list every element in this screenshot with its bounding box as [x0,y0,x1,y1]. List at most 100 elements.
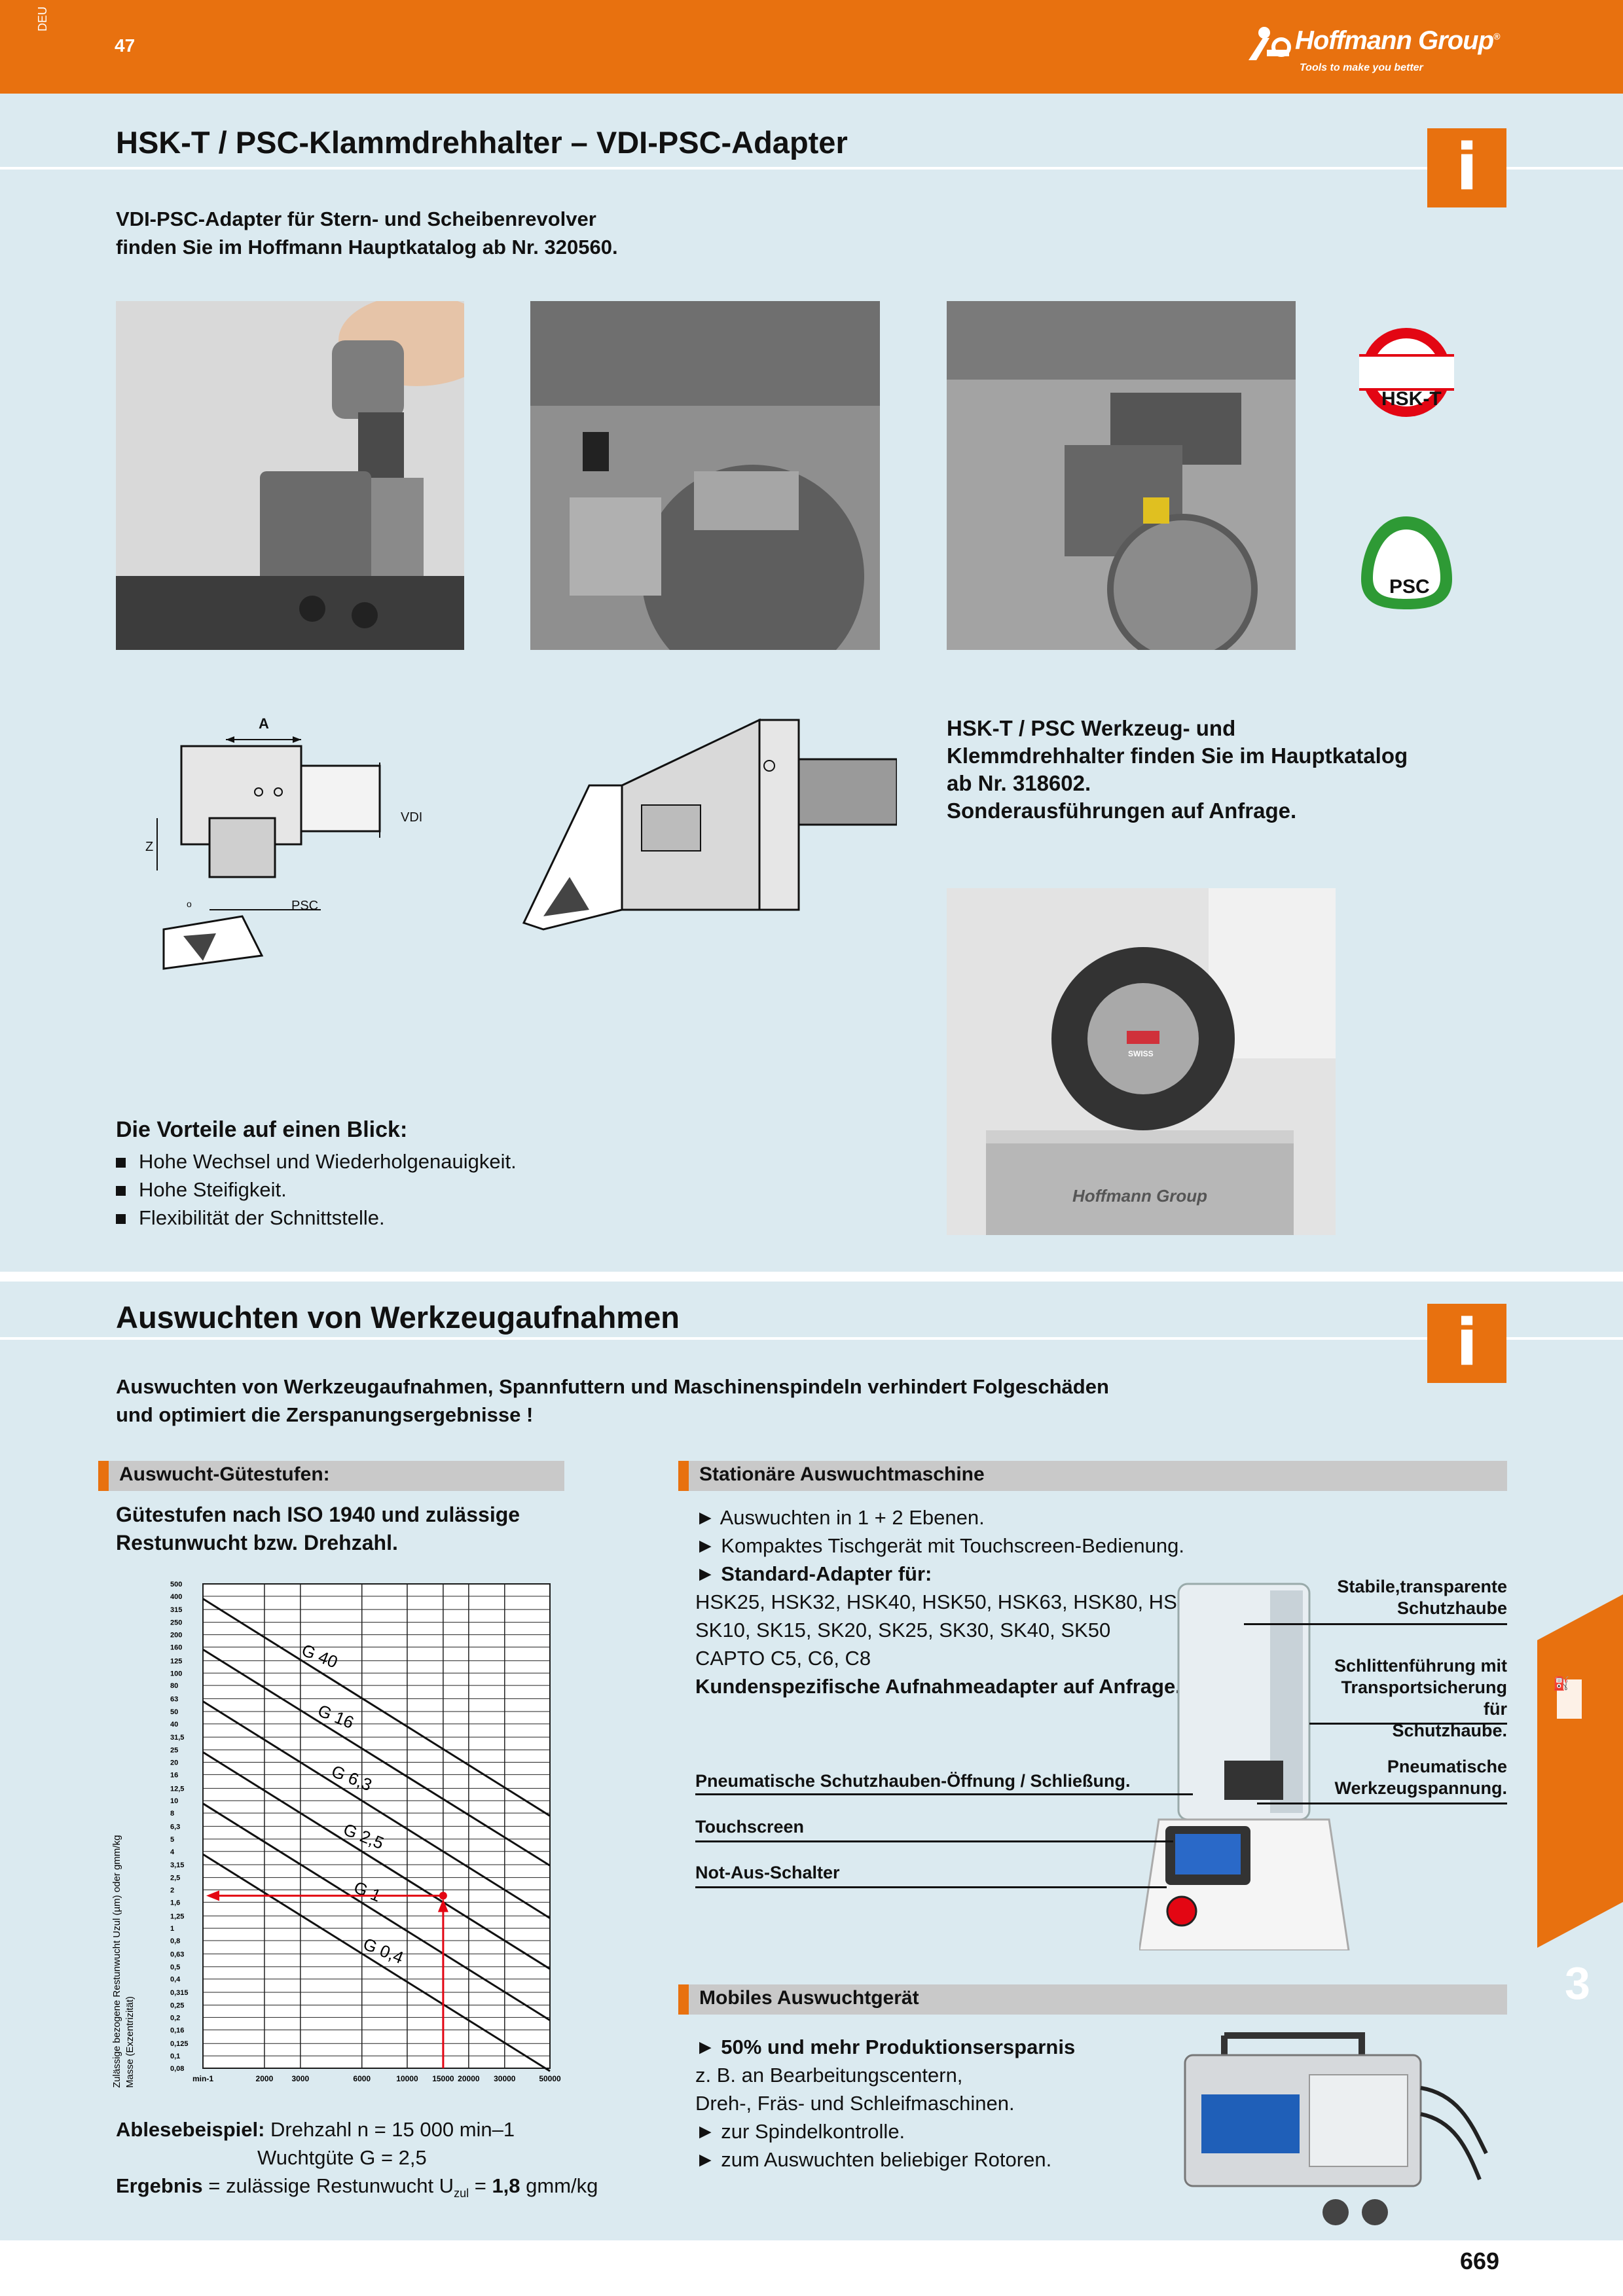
y-tick-label: 200 [170,1632,182,1640]
y-tick-label: 250 [170,1619,182,1627]
y-tick-label: 4 [170,1848,175,1856]
photo-tool-turret [947,888,1336,1235]
callout-pneu-hood: Pneumatische Schutzhauben-Öffnung / Schl… [695,1771,1131,1791]
y-tick-label: 125 [170,1657,182,1665]
callout-line-hood [1244,1623,1507,1625]
series-line [202,1853,551,2072]
tool-holder-icon: ⛽ [1553,1677,1569,1691]
intro-line: und optimiert die Zerspanungsergebnisse … [116,1403,534,1426]
callout-line-pneu-clamp [1257,1803,1507,1804]
x-tick-label: 2000 [256,2074,274,2083]
tool-turret-illustration [947,888,1336,1235]
y-tick-label: 0,5 [170,1964,180,1971]
y-tick-label: 0,08 [170,2065,184,2073]
x-tick-label: 6000 [353,2074,371,2083]
section1-title-divider [0,167,1623,170]
y-tick-label: 1,25 [170,1912,184,1920]
page-top-number: 47 [115,35,136,56]
y-tick-label: 5 [170,1836,174,1844]
callout-pneu-clamp: Pneumatische Werkzeugspannung. [1329,1756,1507,1799]
callout-hood: Stabile,transparente Schutzhaube [1329,1576,1507,1619]
photo-adapter-hand [116,301,464,650]
heading-line: Gütestufen nach ISO 1940 und zulässige [116,1503,520,1526]
mobile-balancer-illustration [1184,2032,1488,2225]
y-tick-label: 2,5 [170,1874,180,1882]
machine-feature: ► Kompaktes Tischgerät mit Touchscreen-B… [695,1534,1184,1557]
turret-brand-label: Hoffmann Group [1072,1186,1208,1206]
machine-feature: ► Standard-Adapter für: [695,1562,932,1585]
section1-title: HSK-T / PSC-Klammdrehhalter – VDI-PSC-Ad… [116,125,848,160]
brand-tagline: Tools to make you better [1300,62,1423,73]
hoffmann-logo-icon [1249,27,1291,60]
catalog-line: Klemmdrehhalter finden Sie im Hauptkatal… [947,744,1408,768]
catalog-line: Sonderausführungen auf Anfrage. [947,798,1297,823]
y-tick-label: 400 [170,1593,182,1601]
dim-label-z: Z [145,840,154,854]
intro-line: Auswuchten von Werkzeugaufnahmen, Spannf… [116,1375,1109,1398]
bar-accent [678,1461,689,1491]
photo-lathe [947,301,1296,650]
psc-holder-drawing [522,718,897,931]
callout-line: Werkzeugspannung. [1334,1778,1507,1798]
chart-example-marker [206,1890,448,2068]
section1-intro: VDI-PSC-Adapter für Stern- und Scheibenr… [116,205,618,261]
y-tick-label: 50 [170,1708,178,1716]
y-tick-label: 80 [170,1682,178,1690]
hsk-t-badge [1359,328,1454,417]
ylabel-line: Masse (Exzentrizität) [124,1996,136,2088]
ylabel-line: Zulässige bezogene Restunwucht Uzul (µm)… [111,1835,122,2088]
advantage-item: Hohe Wechsel und Wiederholgenauigkeit. [116,1147,517,1175]
section1-background [0,94,1623,1272]
x-tick-label: 15000 [432,2074,454,2083]
language-code: DEU [36,6,49,31]
series-line [202,1598,551,1817]
dim-label-a: A [259,715,269,732]
callout-line-emergency [695,1886,1167,1888]
y-tick-label: 0,63 [170,1950,184,1958]
info-icon: i [1427,1304,1506,1383]
machine-feature: HSK25, HSK32, HSK40, HSK50, HSK63, HSK80… [695,1590,1225,1613]
y-tick-label: 12,5 [170,1785,184,1793]
balancing-grades-bar: Auswucht-Gütestufen: [98,1461,564,1491]
chapter-tab [1537,1594,1623,1948]
series-line [202,1700,551,1919]
y-tick-label: 0,4 [170,1976,181,1984]
advantage-item: Hohe Steifigkeit. [116,1175,517,1204]
callout-line-slide [1309,1723,1507,1725]
photo-turret-machine [530,301,880,650]
dim-label-psc: PSC [291,899,319,913]
y-tick-label: 2 [170,1886,174,1894]
y-tick-label: 100 [170,1670,182,1677]
header-bar: DEU 47 Hoffmann Group® Tools to make you… [0,0,1623,94]
y-tick-label: 500 [170,1581,182,1588]
y-tick-label: 8 [170,1810,174,1818]
y-tick-label: 63 [170,1695,178,1703]
psc-badge [1361,516,1452,609]
section2-title: Auswuchten von Werkzeugaufnahmen [116,1300,680,1335]
y-tick-label: 20 [170,1759,178,1767]
callout-slide: Schlittenführung mit Transportsicherung … [1316,1655,1507,1742]
x-tick-label: min-1 [192,2074,213,2083]
balancing-machine-illustration [1139,1583,1350,1950]
mobile-feature: ► 50% und mehr Produktionsersparnis [695,2036,1076,2058]
y-tick-label: 10 [170,1797,178,1805]
x-tick-label: 30000 [494,2074,516,2083]
y-tick-label: 0,25 [170,2002,184,2010]
dim-label-vdi: VDI [401,810,423,825]
lathe-illustration [947,301,1296,650]
y-tick-label: 160 [170,1643,182,1651]
info-icon: i [1427,128,1506,207]
bullet-icon [116,1214,126,1225]
machine-feature: ► Auswuchten in 1 + 2 Ebenen. [695,1506,985,1529]
stationary-machine-bar: Stationäre Auswuchtmaschine [678,1461,1507,1491]
mobile-features: ► 50% und mehr Produktionsersparnis z. B… [695,2033,1075,2174]
y-tick-label: 0,1 [170,2053,180,2060]
x-tick-label: 3000 [291,2074,309,2083]
reading-line-1: Ablesebeispiel: Drehzahl n = 15 000 min–… [116,2118,515,2141]
catalog-reference: HSK-T / PSC Werkzeug- und Klemmdrehhalte… [947,715,1408,825]
bullet-icon [116,1158,126,1168]
series-line [202,1648,551,1867]
mobile-feature: z. B. an Bearbeitungscentern, [695,2064,963,2087]
catalog-line: HSK-T / PSC Werkzeug- und [947,716,1236,740]
mobile-balancer-bar: Mobiles Auswuchtgerät [678,1984,1507,2015]
